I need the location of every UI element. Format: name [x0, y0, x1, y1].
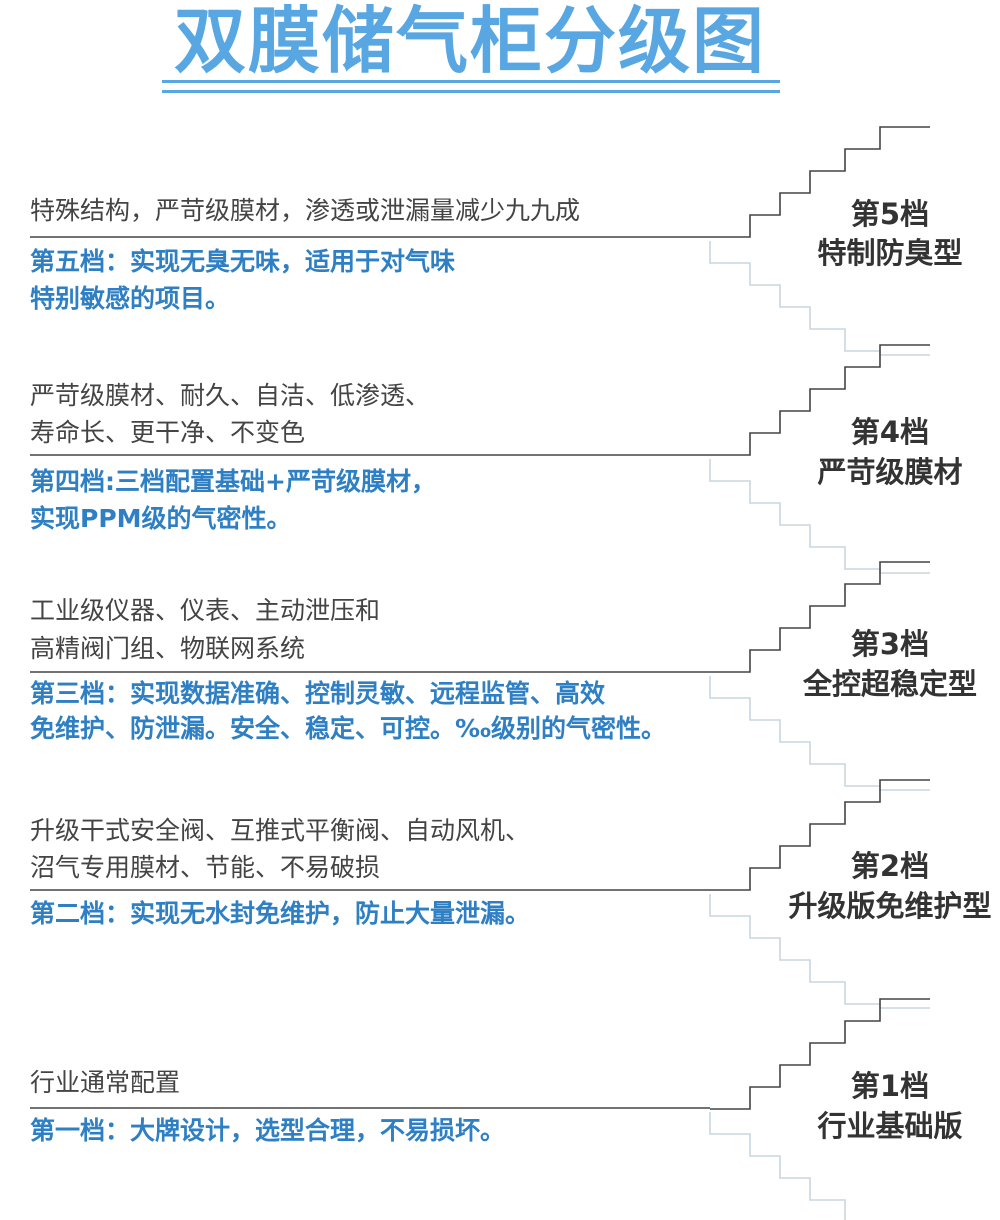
tier-4-sub-line-2: 实现PPM级的气密性。 [30, 504, 292, 533]
tier-5-name: 特制防臭型 [817, 236, 963, 270]
tier-5-sub-line-2: 特别敏感的项目。 [30, 284, 231, 313]
stair-upper-2 [710, 779, 930, 891]
tier-3-desc-line-1: 工业级仪器、仪表、主动泄压和 [30, 596, 381, 625]
stair-upper-5 [710, 126, 930, 238]
tier-5-level: 第5档 [850, 197, 930, 231]
tier-2-level: 第2档 [850, 849, 930, 883]
tier-2-desc-line-2: 沼气专用膜材、节能、不易破损 [30, 853, 381, 882]
tier-4-desc-line-1: 严苛级膜材、耐久、自洁、低渗透、 [30, 381, 431, 410]
tier-2-name: 升级版免维护型 [788, 889, 992, 923]
tier-3-name: 全控超稳定型 [802, 667, 977, 701]
stair-upper-4 [710, 344, 930, 456]
tier-4-name: 严苛级膜材 [817, 455, 963, 489]
tier-1-sub-line-1: 第一档：大牌设计，选型合理，不易损坏。 [30, 1116, 506, 1145]
tier-1-name: 行业基础版 [817, 1109, 963, 1143]
stair-upper-3 [710, 561, 930, 673]
stair-upper-1 [710, 998, 930, 1110]
page-title: 双膜储气柜分级图 [173, 0, 766, 83]
stair-tier-1 [30, 998, 930, 1220]
tier-3-sub-line-1: 第三档：实现数据准确、控制灵敏、远程监管、高效 [30, 679, 606, 708]
stair-lower-1 [709, 1112, 846, 1220]
tier-5-desc-line-1: 特殊结构，严苛级膜材，渗透或泄漏量减少九九成 [30, 196, 581, 225]
title-underline-2 [162, 90, 780, 93]
tier-4-desc-line-2: 寿命长、更干净、不变色 [30, 418, 306, 447]
title-underline-1 [162, 80, 780, 83]
tier-1-desc-line-1: 行业通常配置 [30, 1068, 181, 1097]
tier-3-desc-line-2: 高精阀门组、物联网系统 [30, 634, 306, 663]
tier-5-sub-line-1: 第五档：实现无臭无味，适用于对气味 [30, 247, 456, 276]
tier-2-sub-line-1: 第二档：实现无水封免维护，防止大量泄漏。 [30, 899, 531, 928]
tier-1-level: 第1档 [850, 1069, 930, 1103]
tier-4-sub-line-1: 第四档:三档配置基础+严苛级膜材， [30, 467, 436, 496]
tier-2-desc-line-1: 升级干式安全阀、互推式平衡阀、自动风机、 [30, 816, 531, 845]
tier-3-sub-line-2: 免维护、防泄漏。安全、稳定、可控。‰级别的气密性。 [30, 714, 667, 743]
tier-4-level: 第4档 [850, 415, 930, 449]
tier-3-level: 第3档 [850, 627, 930, 661]
